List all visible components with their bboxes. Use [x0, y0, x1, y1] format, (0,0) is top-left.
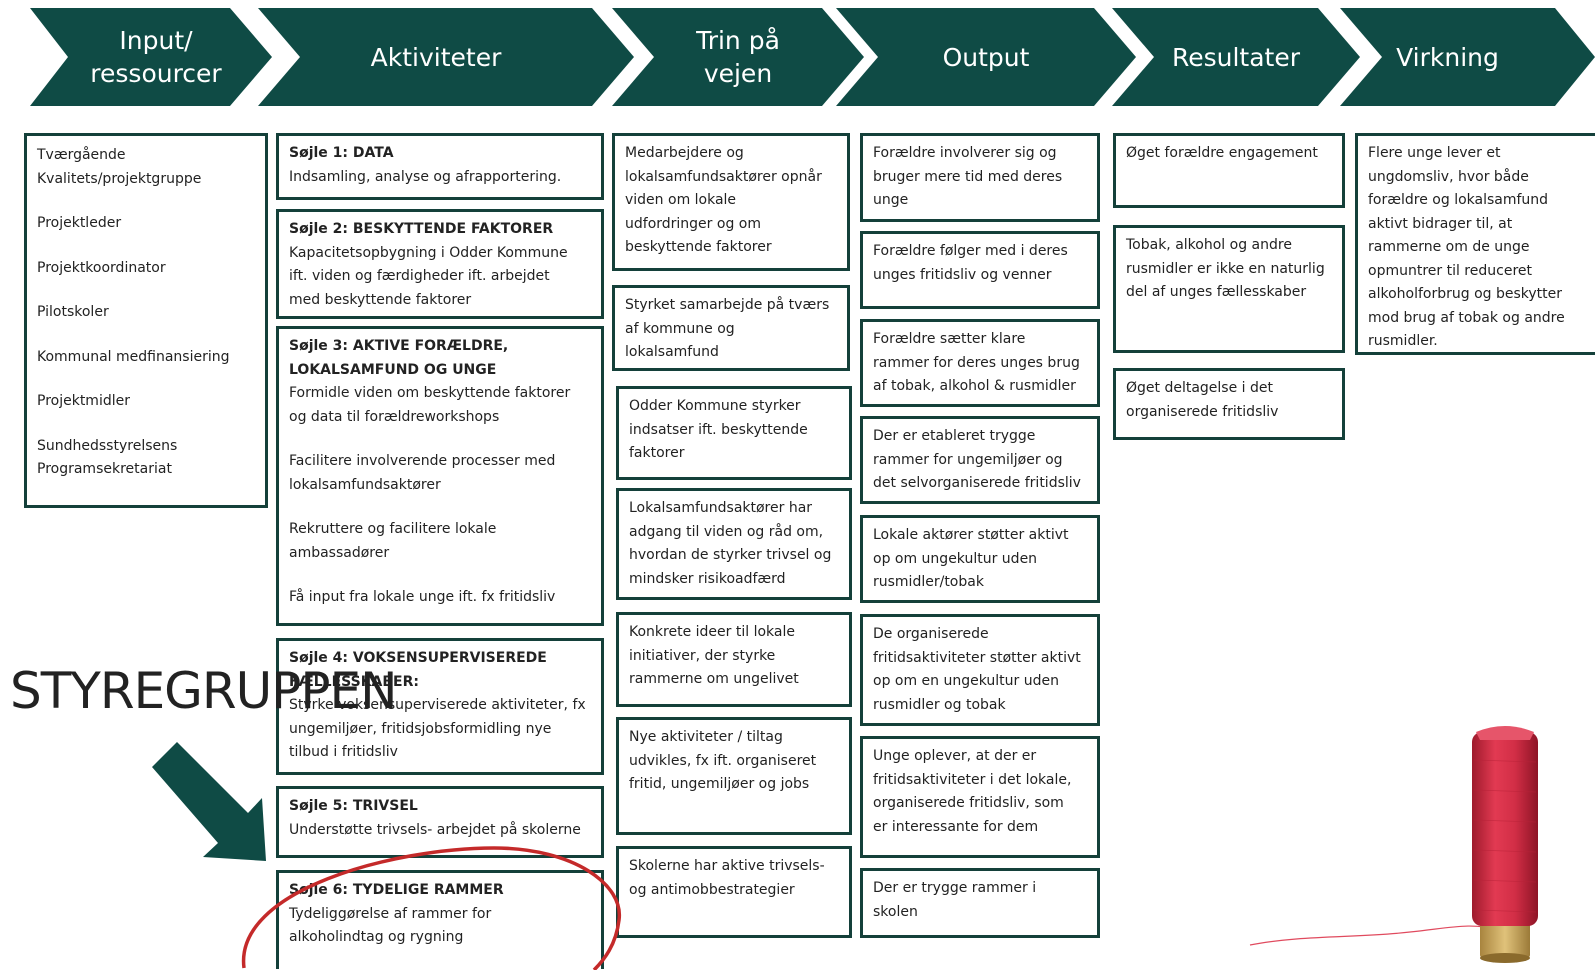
- stage-label: Trin på vejen: [696, 26, 780, 88]
- input-item: Pilotskoler: [37, 304, 109, 320]
- arrow-down-right-icon: [152, 742, 266, 861]
- input-item: Sundhedsstyrelsens Programsekretariat: [37, 437, 178, 478]
- output-box: De organiserede fritidsaktiviteter støtt…: [860, 614, 1100, 726]
- activity-box-2: Søjle 2: BESKYTTENDE FAKTORER Kapacitets…: [276, 209, 604, 319]
- step-box: Nye aktiviteter / tiltag udvikles, fx if…: [616, 717, 852, 835]
- output-text: Unge oplever, at der er fritidsaktivitet…: [873, 748, 1072, 835]
- step-box: Styrket samarbejde på tværs af kommune o…: [612, 285, 850, 371]
- output-text: Lokale aktører støtter aktivt op om unge…: [873, 527, 1069, 590]
- step-text: Odder Kommune styrker indsatser ift. bes…: [629, 398, 808, 461]
- stage-activities: Aktiviteter: [258, 8, 634, 106]
- activity-title: Søjle 1: DATA: [289, 145, 394, 161]
- chevron-shape: [258, 8, 634, 106]
- output-box: Der er etableret trygge rammer for ungem…: [860, 416, 1100, 504]
- chevron-shape: [1112, 8, 1360, 106]
- activity-item: Få input fra lokale unge ift. fx fritids…: [289, 589, 556, 605]
- activity-item: Indsamling, analyse og afrapportering.: [289, 168, 562, 185]
- output-box: Lokale aktører støtter aktivt op om unge…: [860, 515, 1100, 603]
- activity-title: Søjle 5: TRIVSEL: [289, 798, 418, 814]
- stage-label: Virkning: [1396, 42, 1499, 72]
- result-box: Øget deltagelse i det organiserede friti…: [1113, 368, 1345, 440]
- output-box: Forældre følger med i deres unges fritid…: [860, 231, 1100, 309]
- activity-item: Understøtte trivsels- arbejdet på skoler…: [289, 821, 581, 838]
- stage-label: Resultater: [1171, 42, 1301, 72]
- activity-item: Formidle viden om beskyttende faktorer o…: [289, 385, 571, 425]
- input-item: Projektkoordinator: [37, 259, 166, 276]
- step-box: Konkrete ideer til lokale initiativer, d…: [616, 612, 852, 707]
- activity-box-6: Søjle 6: TYDELIGE RAMMER Tydeliggørelse …: [276, 870, 604, 969]
- chevron-shape: [836, 8, 1136, 106]
- stage-impact: Virkning: [1340, 8, 1595, 106]
- output-text: Forældre følger med i deres unges fritid…: [873, 243, 1068, 283]
- chevron-shape: [1340, 8, 1595, 106]
- activity-title: Søjle 2: BESKYTTENDE FAKTORER: [289, 221, 554, 237]
- step-box: Skolerne har aktive trivsels- og antimob…: [616, 846, 852, 938]
- activity-item: Styrke voksensuperviserede aktiviteter, …: [289, 697, 586, 760]
- steering-group-label: STYREGRUPPEN: [10, 662, 398, 720]
- activity-item: Tydeliggørelse af rammer for alkoholindt…: [289, 905, 492, 946]
- activity-title: Søjle 4: VOKSENSUPERVISEREDE FÆLLESSKABE…: [289, 650, 547, 690]
- activity-box-5: Søjle 5: TRIVSEL Understøtte trivsels- a…: [276, 786, 604, 858]
- step-text: Konkrete ideer til lokale initiativer, d…: [629, 624, 799, 687]
- chevron-shape: [30, 8, 272, 106]
- stage-label: Output: [942, 42, 1030, 72]
- output-box: Forældre involverer sig og bruger mere t…: [860, 133, 1100, 222]
- impact-text: Flere unge lever et ungdomsliv, hvor båd…: [1368, 145, 1565, 349]
- step-box: Odder Kommune styrker indsatser ift. bes…: [616, 386, 852, 480]
- result-box: Tobak, alkohol og andre rusmidler er ikk…: [1113, 225, 1345, 353]
- activity-box-3: Søjle 3: AKTIVE FORÆLDRE, LOKALSAMFUND O…: [276, 326, 604, 626]
- input-item: Projektleder: [37, 215, 122, 231]
- activity-box-4: Søjle 4: VOKSENSUPERVISEREDE FÆLLESSKABE…: [276, 638, 604, 775]
- input-item: Tværgående Kvalitets/projektgruppe: [37, 147, 202, 187]
- input-item: Projektmidler: [37, 393, 130, 409]
- step-box: Lokalsamfundsaktører har adgang til vide…: [616, 488, 852, 600]
- stage-output: Output: [836, 8, 1136, 106]
- activity-box-1: Søjle 1: DATA Indsamling, analyse og afr…: [276, 133, 604, 200]
- output-text: Forældre involverer sig og bruger mere t…: [873, 145, 1063, 208]
- step-text: Styrket samarbejde på tværs af kommune o…: [625, 297, 830, 360]
- activity-item: Facilitere involverende processer med lo…: [289, 453, 556, 493]
- activity-item: Kapacitetsopbygning i Odder Kommune ift.…: [289, 244, 568, 308]
- step-text: Skolerne har aktive trivsels- og antimob…: [629, 858, 825, 898]
- inputs-box: Tværgående Kvalitets/projektgruppe Proje…: [24, 133, 268, 508]
- output-box: Unge oplever, at der er fritidsaktivitet…: [860, 736, 1100, 858]
- stage-label: Aktiviteter: [370, 42, 502, 72]
- step-text: Lokalsamfundsaktører har adgang til vide…: [629, 500, 832, 587]
- stage-steps: Trin på vejen: [612, 8, 864, 106]
- output-text: Forældre sætter klare rammer for deres u…: [873, 331, 1080, 394]
- step-box: Medarbejdere og lokalsamfundsaktører opn…: [612, 133, 850, 271]
- stage-label: Input/ ressourcer: [90, 26, 222, 88]
- result-text: Tobak, alkohol og andre rusmidler er ikk…: [1126, 237, 1325, 300]
- impact-box: Flere unge lever et ungdomsliv, hvor båd…: [1355, 133, 1595, 355]
- result-text: Øget forældre engagement: [1126, 145, 1318, 161]
- output-text: Der er etableret trygge rammer for ungem…: [873, 428, 1081, 491]
- output-text: Der er trygge rammer i skolen: [873, 880, 1037, 920]
- thread-spool-image: [1249, 726, 1538, 963]
- result-box: Øget forældre engagement: [1113, 133, 1345, 208]
- output-box: Forældre sætter klare rammer for deres u…: [860, 319, 1100, 407]
- activity-title: Søjle 6: TYDELIGE RAMMER: [289, 882, 504, 898]
- result-text: Øget deltagelse i det organiserede friti…: [1126, 380, 1279, 420]
- stage-input: Input/ ressourcer: [30, 8, 272, 106]
- activity-title: Søjle 3: AKTIVE FORÆLDRE, LOKALSAMFUND O…: [289, 338, 509, 378]
- input-item: Kommunal medfinansiering: [37, 348, 230, 365]
- output-box: Der er trygge rammer i skolen: [860, 868, 1100, 938]
- output-text: De organiserede fritidsaktiviteter støtt…: [873, 626, 1081, 713]
- step-text: Medarbejdere og lokalsamfundsaktører opn…: [625, 145, 822, 255]
- step-text: Nye aktiviteter / tiltag udvikles, fx if…: [629, 729, 817, 792]
- activity-item: Rekruttere og facilitere lokale ambassad…: [289, 521, 497, 561]
- stage-results: Resultater: [1112, 8, 1360, 106]
- chevron-shape: [612, 8, 864, 106]
